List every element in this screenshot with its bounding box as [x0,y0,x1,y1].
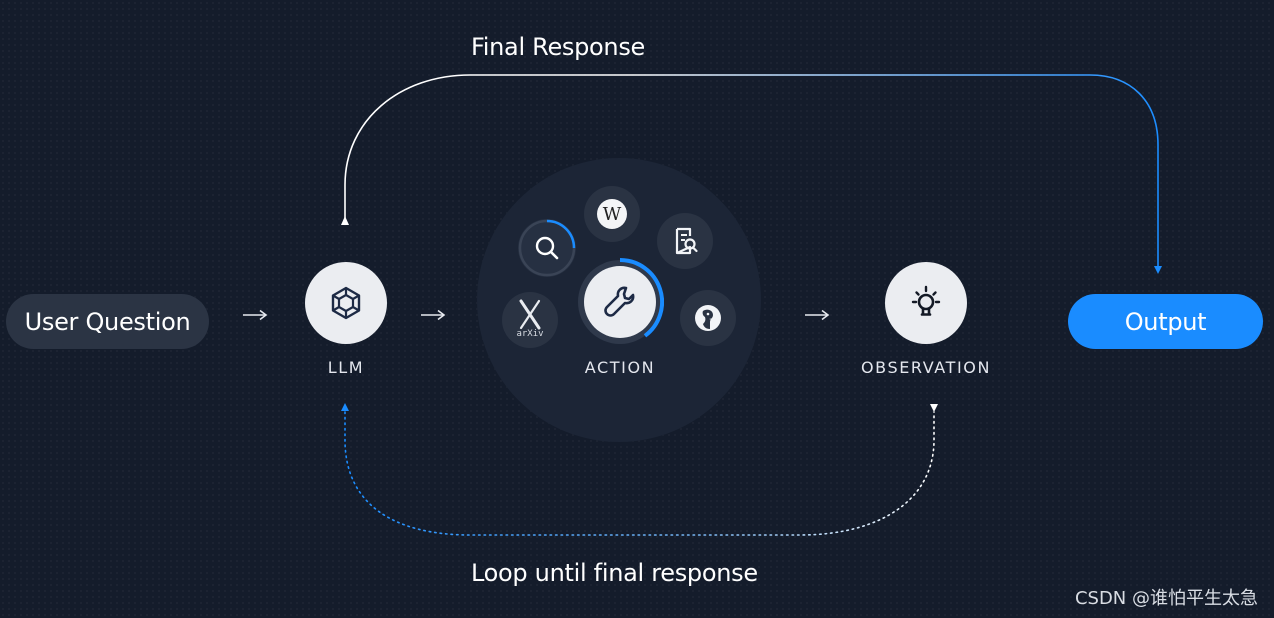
observation-node [885,262,967,344]
arrow-to-observation [805,309,830,321]
search-icon [535,236,559,260]
arxiv-text: arXiv [516,329,544,339]
duckduckgo-icon [695,305,721,331]
user-question-pill: User Question [6,294,209,349]
wikipedia-tool: W [584,186,640,242]
arrow-to-llm [243,309,268,321]
output-pill: Output [1068,294,1263,349]
csdn-watermark: CSDN @谁怕平生太急 [1074,588,1258,609]
action-node [576,258,664,346]
arxiv-x-mark [519,299,541,330]
loop-arrow-down [930,404,938,412]
arrow-to-action [421,309,446,321]
document-search-tool [657,213,713,269]
search-tool-ring [518,219,576,277]
loop-caption: Loop until final response [471,559,758,587]
search-tool [518,219,576,277]
final-response-arrow-down [1154,266,1162,274]
lightbulb-icon [911,285,941,316]
arxiv-icon: arXiv [510,298,550,342]
cube-hexagon-icon [331,286,361,320]
final-response-arrow-up [341,216,349,225]
llm-node [305,262,387,344]
final-response-caption: Final Response [471,33,646,61]
action-label: ACTION [584,358,656,377]
wrench-icon [604,286,635,317]
action-node-ring [578,258,664,344]
wikipedia-icon: W [597,199,627,229]
loop-arrow-up [341,403,349,411]
document-search-icon [675,227,698,255]
final-response-path [344,74,1159,266]
observation-label: OBSERVATION [860,358,992,377]
llm-label: LLM [327,358,365,377]
duckduckgo-tool [680,290,736,346]
arxiv-tool: arXiv [502,292,558,348]
